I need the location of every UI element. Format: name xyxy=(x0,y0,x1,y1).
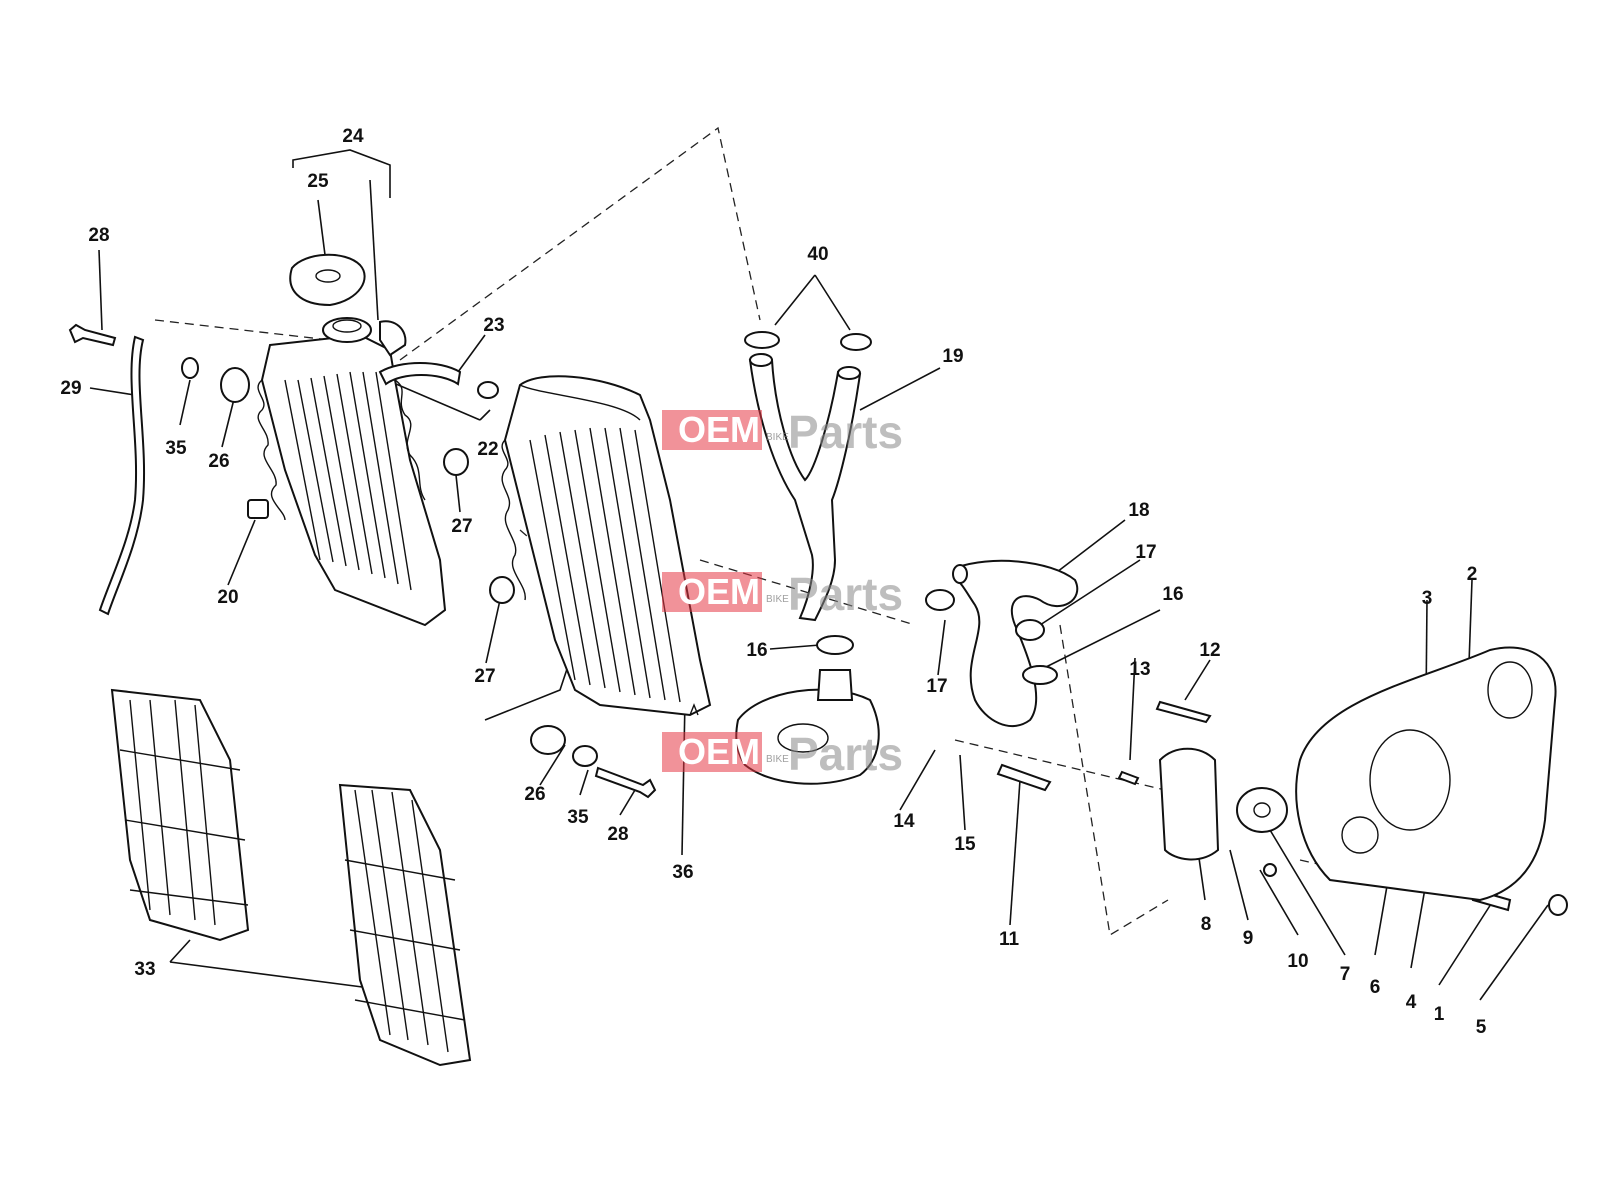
callout-6: 6 xyxy=(1370,977,1381,998)
callout-28a: 28 xyxy=(88,225,109,246)
callout-26a: 26 xyxy=(208,451,229,472)
callout-24: 24 xyxy=(342,126,364,147)
svg-text:OEM: OEM xyxy=(678,731,760,772)
svg-text:Parts: Parts xyxy=(788,728,903,780)
callout-2: 2 xyxy=(1467,564,1478,585)
svg-text:OEM: OEM xyxy=(678,571,760,612)
radiator-cap xyxy=(289,253,366,307)
svg-text:OEM: OEM xyxy=(678,409,760,450)
callout-labels: 24 25 28 29 35 26 20 23 22 27 27 26 35 2… xyxy=(60,126,1486,1038)
callout-15: 15 xyxy=(954,834,976,855)
svg-text:Parts: Parts xyxy=(788,568,903,620)
callout-8: 8 xyxy=(1201,914,1212,935)
callout-7: 7 xyxy=(1340,964,1351,985)
callout-26b: 26 xyxy=(524,784,545,805)
watermark-1: OEM BIKE Parts xyxy=(662,406,903,458)
callout-35b: 35 xyxy=(567,807,589,828)
callout-35a: 35 xyxy=(165,438,187,459)
svg-text:Parts: Parts xyxy=(788,406,903,458)
callout-4: 4 xyxy=(1406,992,1417,1013)
callout-28b: 28 xyxy=(607,824,628,845)
bolts xyxy=(68,323,1512,912)
callout-22: 22 xyxy=(477,439,498,460)
overflow-hose xyxy=(98,335,146,616)
callout-12: 12 xyxy=(1199,640,1220,661)
callout-19: 19 xyxy=(942,346,963,367)
coolant-hose-18 xyxy=(952,559,1079,727)
callout-16a: 16 xyxy=(746,640,767,661)
callout-17a: 17 xyxy=(1135,542,1156,563)
washers xyxy=(181,357,1568,916)
callout-3: 3 xyxy=(1422,588,1433,609)
left-radiator xyxy=(257,333,447,627)
y-hose xyxy=(748,353,862,622)
water-pump-housing xyxy=(1158,747,1288,861)
callout-9: 9 xyxy=(1243,928,1254,949)
right-radiator xyxy=(501,375,712,717)
radiator-hose-23 xyxy=(378,362,462,386)
callout-5: 5 xyxy=(1476,1017,1487,1038)
callout-27a: 27 xyxy=(451,516,472,537)
callout-16b: 16 xyxy=(1162,584,1183,605)
rubber-grommets xyxy=(220,367,566,755)
callout-18: 18 xyxy=(1128,500,1149,521)
svg-text:BIKE: BIKE xyxy=(766,594,789,605)
callout-25: 25 xyxy=(307,171,329,192)
radiator-shroud-left xyxy=(110,688,250,942)
watermark-2: OEM BIKE Parts xyxy=(662,568,903,620)
callout-27b: 27 xyxy=(474,666,495,687)
callout-20: 20 xyxy=(217,587,238,608)
watermark-3: OEM BIKE Parts xyxy=(662,728,903,780)
callout-14: 14 xyxy=(893,811,915,832)
hose-clamps xyxy=(477,331,1058,685)
callout-17b: 17 xyxy=(926,676,947,697)
radiator-shroud-right xyxy=(338,783,472,1067)
callout-13: 13 xyxy=(1129,659,1150,680)
svg-text:BIKE: BIKE xyxy=(766,754,789,765)
callout-36: 36 xyxy=(672,862,693,883)
callout-23: 23 xyxy=(483,315,504,336)
callout-40: 40 xyxy=(807,244,828,265)
callout-10: 10 xyxy=(1287,951,1308,972)
callout-11: 11 xyxy=(999,929,1020,950)
callout-29: 29 xyxy=(60,378,81,399)
crankcase xyxy=(1295,646,1557,902)
callout-33: 33 xyxy=(134,959,155,980)
filler-neck xyxy=(322,317,407,357)
svg-text:BIKE: BIKE xyxy=(766,432,789,443)
callout-1: 1 xyxy=(1434,1004,1445,1025)
